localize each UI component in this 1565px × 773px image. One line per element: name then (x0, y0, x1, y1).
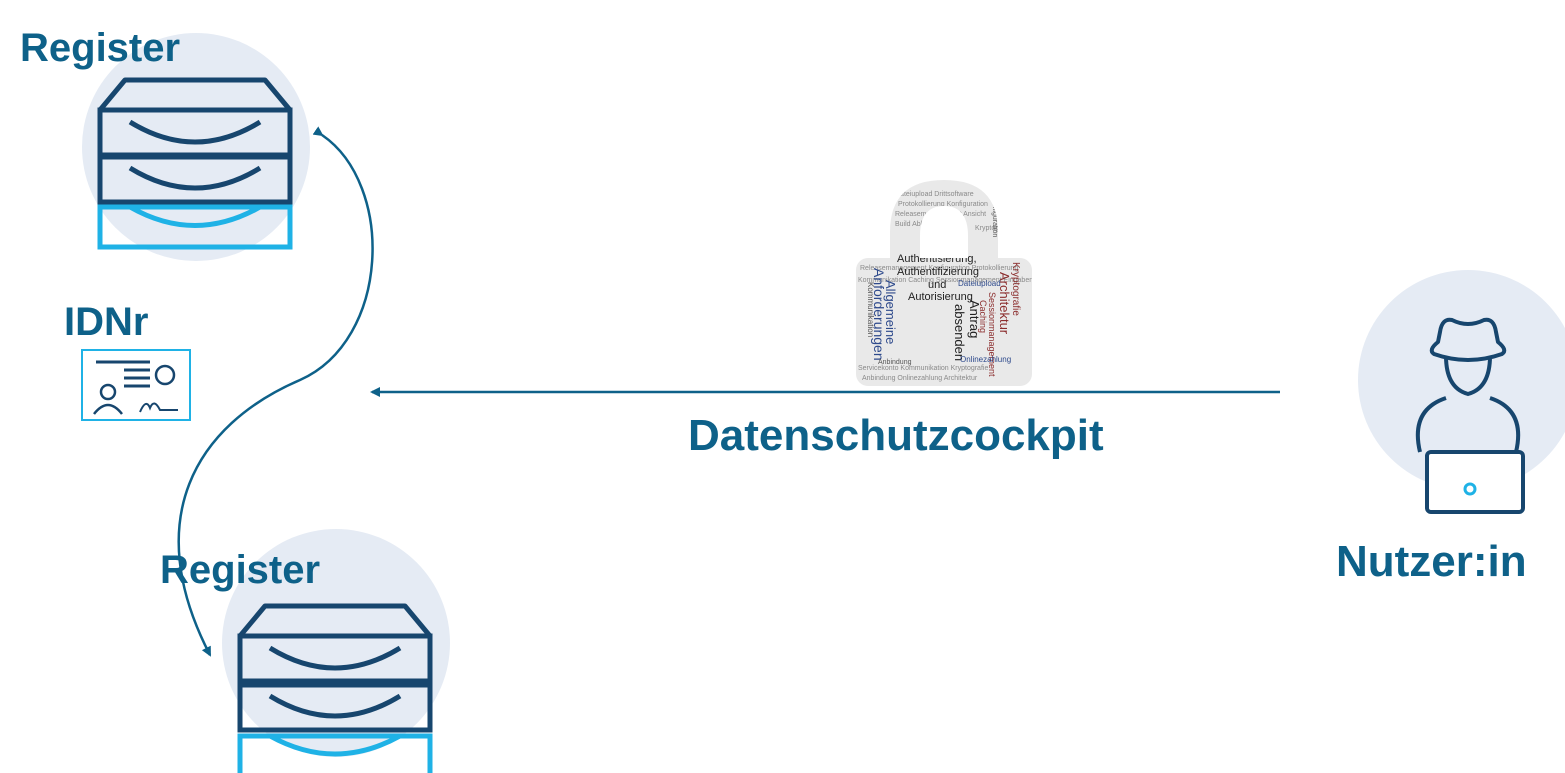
svg-text:Servicekonto Kommunikation Kry: Servicekonto Kommunikation Kryptografie (858, 365, 988, 372)
register-label-bottom: Register (160, 550, 320, 590)
register-label-top: Register (20, 28, 180, 68)
user-hat-laptop-icon (1358, 270, 1565, 512)
svg-text:Konfiguration: Konfiguration (991, 196, 998, 237)
svg-text:Releasemanagement Ansicht: Releasemanagement Ansicht (895, 211, 986, 218)
svg-text:Kommunikation: Kommunikation (866, 282, 875, 337)
svg-text:Autorisierung: Autorisierung (908, 291, 973, 303)
svg-text:absenden: absenden (952, 304, 967, 361)
svg-text:Allgemeine: Allgemeine (883, 280, 898, 344)
id-card-icon (82, 350, 190, 420)
user-label: Nutzer:in (1336, 540, 1527, 584)
svg-text:Kryptografie: Kryptografie (1010, 262, 1021, 316)
svg-text:Caching: Caching (978, 300, 988, 333)
datenschutzcockpit-label: Datenschutzcockpit (688, 414, 1104, 458)
svg-text:Architektur: Architektur (997, 272, 1012, 335)
svg-text:Dateiupload Drittsoftware: Dateiupload Drittsoftware (895, 191, 974, 198)
svg-text:Build Abhaengigkeiten: Build Abhaengigkeiten (895, 221, 964, 228)
svg-text:Protokollierung Konfiguration: Protokollierung Konfiguration (898, 201, 988, 208)
idnr-label: IDNr (64, 302, 148, 342)
svg-text:Dateiupload: Dateiupload (958, 279, 1001, 288)
svg-text:Anbindung Onlinezahlung Archit: Anbindung Onlinezahlung Architektur (862, 375, 978, 382)
svg-text:Authentifizierung: Authentifizierung (897, 266, 979, 278)
svg-text:Onlinezahlung: Onlinezahlung (960, 355, 1011, 364)
svg-text:Anbindung: Anbindung (878, 359, 912, 366)
padlock-word-cloud-icon: Releasemanagement Konfiguration Protokol… (850, 175, 1040, 390)
svg-text:und: und (928, 279, 946, 291)
svg-text:Authentisierung,: Authentisierung, (897, 253, 977, 265)
